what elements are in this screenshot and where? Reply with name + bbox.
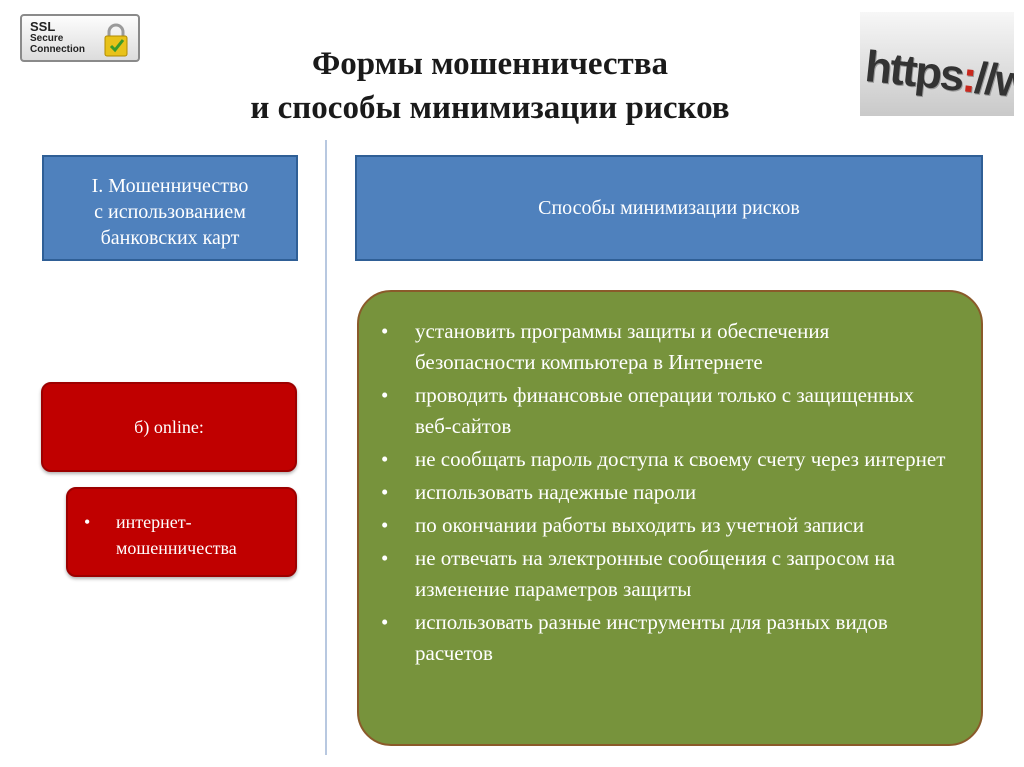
bullet: • [381,319,389,343]
slide-title: Формы мошенничества и способы минимизаци… [160,42,820,130]
online-box: б) online: [41,382,297,472]
list-item-text: не сообщать пароль доступа к своему счет… [415,447,946,471]
list-item: • по окончании работы выходить из учетной… [381,510,951,541]
https-www: //www. [972,53,1014,116]
risk-methods-list-box: • установить программы защиты и обеспечен… [357,290,983,746]
bullet: • [381,546,389,570]
fraud-category-line3: банковских карт [100,227,240,249]
list-item-text: проводить финансовые операции только с з… [415,383,914,438]
bullet: • [84,512,91,532]
risk-methods-list: • установить программы защиты и обеспечен… [381,316,951,669]
internet-fraud-box: • интернет- мошенничества [66,487,297,577]
https-url-image: https://www. [860,12,1014,116]
list-item: • не отвечать на электронные сообщения с … [381,543,951,605]
list-item-text: по окончании работы выходить из учетной … [415,513,864,537]
internet-fraud-line2: мошенничества [116,538,237,558]
ssl-secure-connection-badge: SSL Secure Connection [20,14,140,62]
list-item: • не сообщать пароль доступа к своему сче… [381,444,951,475]
list-item-text: использовать разные инструменты для разн… [415,610,888,665]
https-text: https://www. [863,42,1014,116]
ssl-badge-line1: SSL [30,19,56,34]
list-item: • установить программы защиты и обеспечен… [381,316,951,378]
slide-title-line2: и способы минимизации рисков [250,90,730,126]
online-label: б) online: [134,416,204,437]
ssl-badge-line2: Secure [30,33,64,44]
slide-title-line1: Формы мошенничества [311,46,669,82]
risk-methods-header-label: Способы минимизации рисков [538,197,800,219]
list-item-text: не отвечать на электронные сообщения с з… [415,546,895,601]
bullet: • [381,513,389,537]
fraud-category-header: I. Мошенничество с использованием банков… [42,155,298,261]
list-item: • использовать разные инструменты для раз… [381,607,951,669]
list-item-text: использовать надежные пароли [415,480,697,504]
risk-methods-header: Способы минимизации рисков [355,155,983,261]
internet-fraud-item: • интернет- мошенничества [84,509,295,561]
list-item: • проводить финансовые операции только с … [381,380,951,442]
internet-fraud-line1: интернет- [116,512,192,532]
bullet: • [381,480,389,504]
bullet: • [381,447,389,471]
ssl-badge-line3: Connection [30,44,85,55]
fraud-category-line2: с использованием [94,201,246,223]
list-item-text: установить программы защиты и обеспечени… [415,319,830,374]
vertical-divider [325,140,327,755]
bullet: • [381,610,389,634]
fraud-category-line1: I. Мошенничество [91,175,249,197]
padlock-icon [104,23,128,57]
list-item: • использовать надежные пароли [381,477,951,508]
https-word: https [862,42,965,101]
ssl-badge-text: SSL Secure Connection [30,20,85,55]
bullet: • [381,383,389,407]
